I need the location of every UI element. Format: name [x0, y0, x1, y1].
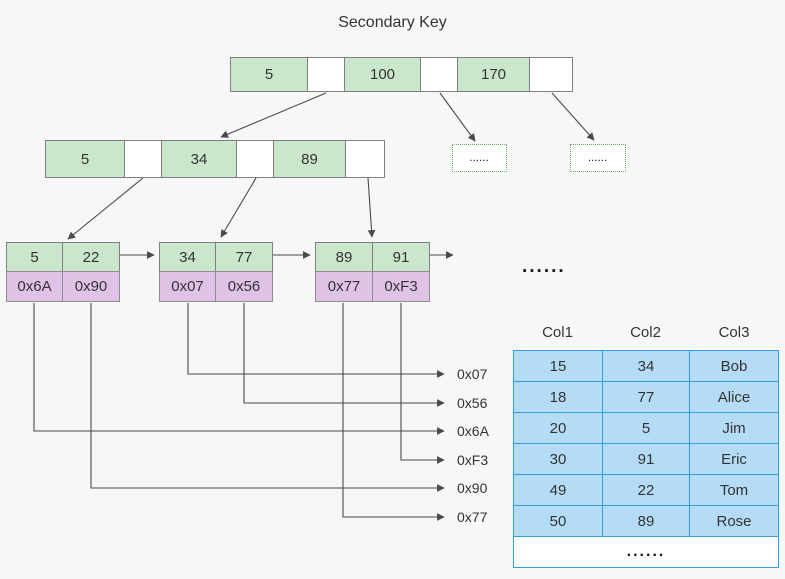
leaf-pointer-cell: 0x6A: [6, 271, 63, 302]
table-cell: 5: [603, 413, 690, 444]
root-pointer-cell: [307, 57, 345, 92]
internal-key-cell: 89: [273, 140, 346, 178]
leaf-pointer-cell: 0x77: [315, 271, 373, 302]
table-header: Col3: [718, 323, 750, 341]
heap-address-label: 0x77: [457, 509, 488, 525]
root-key-cell: 100: [344, 57, 421, 92]
internal-key-cell: 34: [161, 140, 237, 178]
internal-node: 5 34 89: [45, 140, 385, 178]
edge-root-to-internal: [220, 92, 327, 138]
table-cell: 18: [514, 382, 603, 413]
table-cell: 91: [603, 444, 690, 475]
data-table: 15 34 Bob 18 77 Alice 20 5 Jim 30 91 Eri…: [513, 350, 779, 568]
table-cell: 20: [514, 413, 603, 444]
root-key-cell: 5: [230, 57, 308, 92]
leaf-pointer-cell: 0x56: [215, 271, 273, 302]
heap-address-label: 0x6A: [457, 423, 489, 439]
table-cell: Tom: [690, 475, 778, 506]
leaf-node-3: 89 91 0x77 0xF3: [315, 242, 430, 302]
leaf-level-ellipsis: ......: [522, 256, 566, 277]
edge-ptr-0x90: [90, 303, 445, 492]
leaf-pointer-cell: 0x90: [62, 271, 120, 302]
root-pointer-cell: [420, 57, 458, 92]
heap-address-label: 0x07: [457, 366, 488, 382]
edge-root-to-ellipsis-1: [439, 92, 476, 142]
table-header-row: Col1 Col2 Col3: [513, 320, 779, 344]
table-cell: 89: [603, 506, 690, 537]
ellipsis-node: ......: [452, 144, 507, 172]
leaf-node-1: 5 22 0x6A 0x90: [6, 242, 120, 302]
table-cell: 22: [603, 475, 690, 506]
leaf-key-cell: 34: [159, 242, 216, 272]
table-cell: Rose: [690, 506, 778, 537]
heap-address-label: 0xF3: [457, 452, 489, 468]
leaf-key-cell: 91: [372, 242, 430, 272]
edge-internal-to-leaf-3: [367, 177, 376, 238]
internal-pointer-cell: [345, 140, 385, 178]
diagram-title: Secondary Key: [338, 14, 447, 31]
table-cell: 34: [603, 351, 690, 382]
edge-ptr-0x07: [187, 303, 445, 378]
root-pointer-cell: [529, 57, 573, 92]
leaf-key-cell: 5: [6, 242, 63, 272]
table-ellipsis-row: ......: [514, 537, 778, 567]
root-key-cell: 170: [457, 57, 530, 92]
ellipsis-node: ......: [570, 144, 626, 172]
table-cell: 77: [603, 382, 690, 413]
table-cell: 49: [514, 475, 603, 506]
leaf-key-cell: 22: [62, 242, 120, 272]
leaf-pointer-cell: 0x07: [159, 271, 216, 302]
table-cell: Alice: [690, 382, 778, 413]
table-cell: 50: [514, 506, 603, 537]
internal-key-cell: 5: [45, 140, 125, 178]
leaf-pointer-cell: 0xF3: [372, 271, 430, 302]
leaf-key-cell: 77: [215, 242, 273, 272]
internal-pointer-cell: [236, 140, 274, 178]
heap-address-label: 0x90: [457, 480, 488, 496]
leaf-node-2: 34 77 0x07 0x56: [159, 242, 273, 302]
edge-internal-to-leaf-2: [220, 177, 257, 238]
table-header: Col1: [542, 323, 573, 341]
internal-pointer-cell: [124, 140, 162, 178]
edge-ptr-0xF3: [400, 303, 445, 464]
edge-ptr-0x56: [243, 303, 445, 407]
edge-ptr-0x6A: [33, 303, 445, 435]
table-cell: Eric: [690, 444, 778, 475]
edge-internal-to-leaf-1: [67, 177, 144, 240]
table-cell: Bob: [690, 351, 778, 382]
edge-root-to-ellipsis-2: [551, 92, 595, 141]
leaf-key-cell: 89: [315, 242, 373, 272]
table-header: Col2: [630, 323, 661, 341]
root-node: 5 100 170: [230, 57, 573, 92]
heap-address-label: 0x56: [457, 395, 488, 411]
table-cell: Jim: [690, 413, 778, 444]
table-cell: 30: [514, 444, 603, 475]
table-cell: 15: [514, 351, 603, 382]
edge-ptr-0x77: [342, 303, 445, 521]
